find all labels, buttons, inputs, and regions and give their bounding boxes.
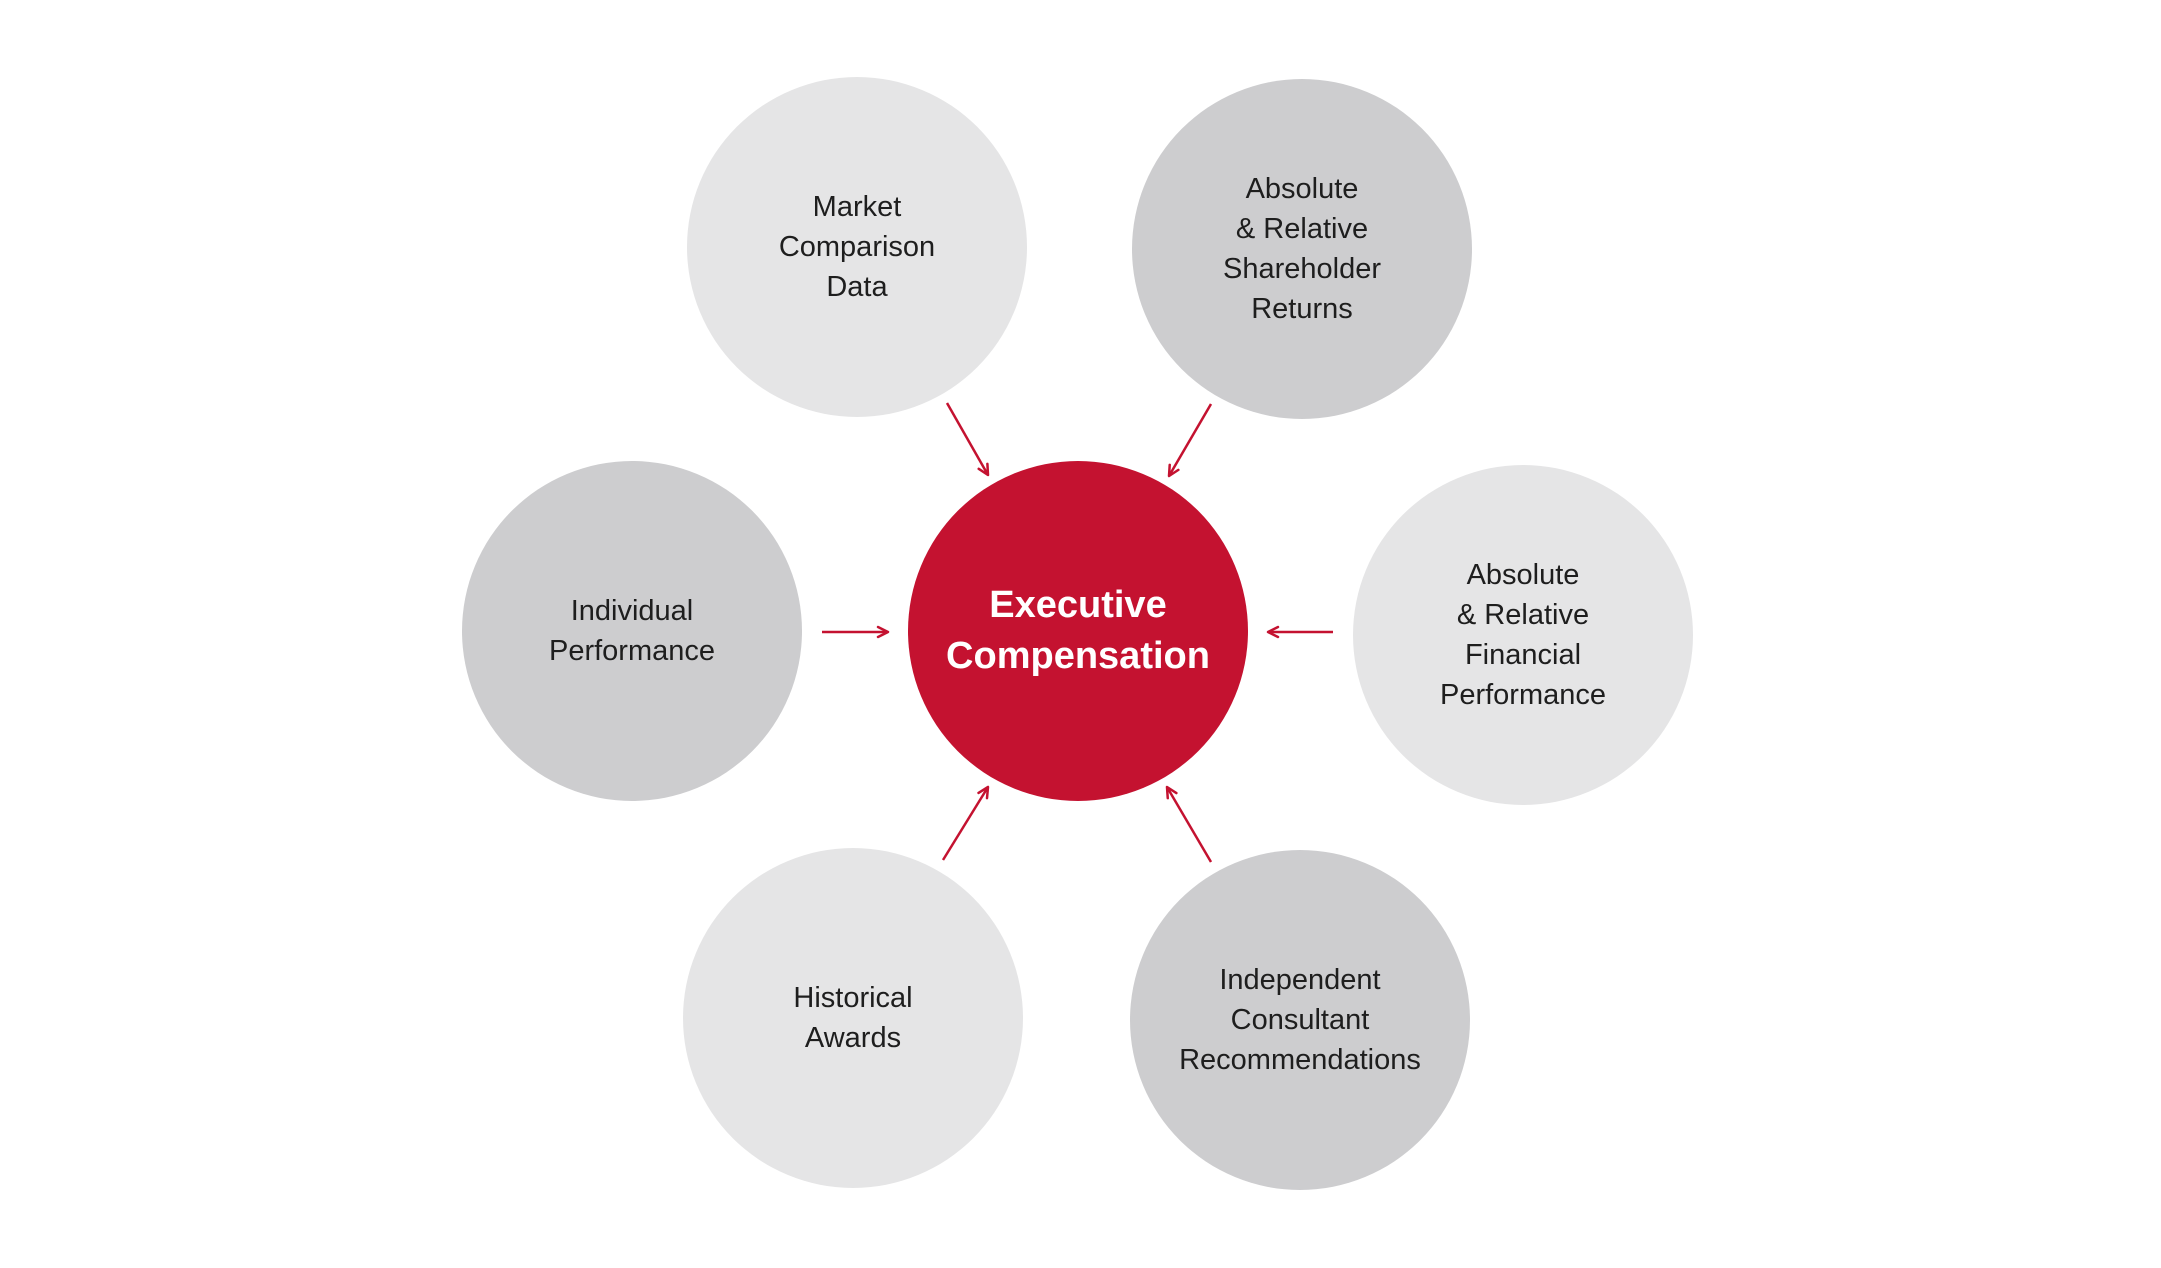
node-market-comparison-data: Market Comparison Data — [687, 77, 1027, 417]
arrow-market-to-center — [945, 402, 990, 477]
node-independent-consultant-recommendations-label: Independent Consultant Recommendations — [1179, 963, 1421, 1076]
arrow-historical-to-center — [941, 785, 990, 861]
node-executive-compensation-label: Executive Compensation — [946, 583, 1210, 677]
node-executive-compensation: Executive Compensation — [908, 461, 1248, 801]
arrow-independent-to-center — [1165, 785, 1213, 863]
node-financial-performance-label: Absolute & Relative Financial Performanc… — [1439, 558, 1606, 712]
arrow-shareholder-to-center — [1167, 403, 1213, 478]
node-independent-consultant-recommendations: Independent Consultant Recommendations — [1130, 850, 1470, 1190]
node-shareholder-returns: Absolute & Relative Shareholder Returns — [1132, 79, 1472, 419]
node-individual-performance: Individual Performance — [462, 461, 802, 801]
node-individual-performance-label: Individual Performance — [548, 594, 715, 667]
node-historical-awards: Historical Awards — [683, 848, 1023, 1188]
node-historical-awards-label: Historical Awards — [793, 981, 913, 1054]
node-market-comparison-data-label: Market Comparison Data — [778, 190, 936, 303]
node-financial-performance: Absolute & Relative Financial Performanc… — [1353, 465, 1693, 805]
node-shareholder-returns-label: Absolute & Relative Shareholder Returns — [1223, 172, 1381, 326]
